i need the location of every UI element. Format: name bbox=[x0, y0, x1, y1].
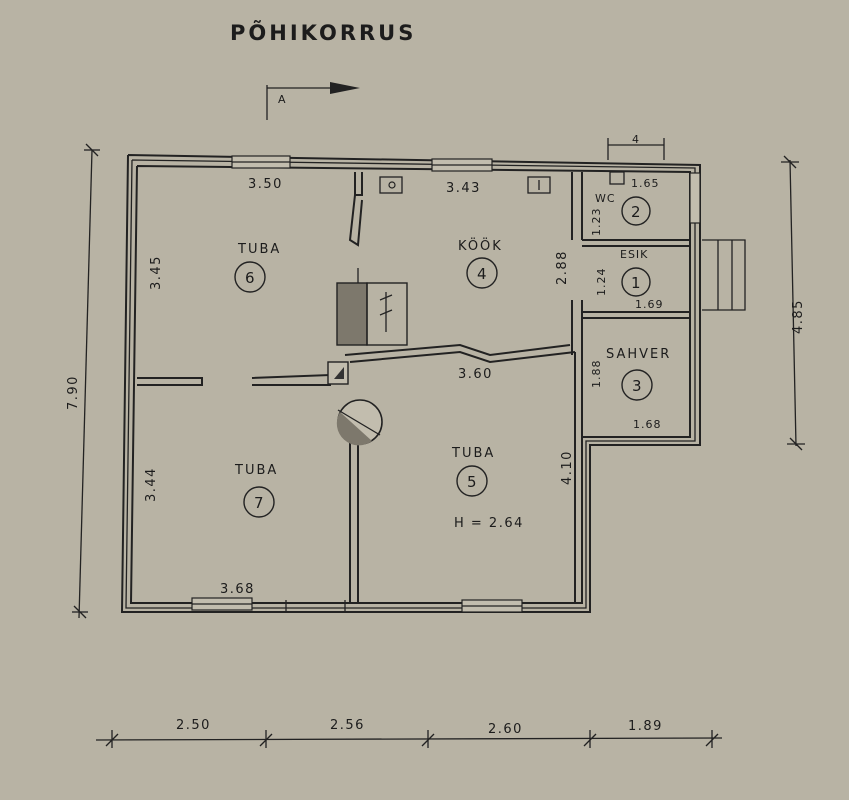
dim-bottom-2: 2.56 bbox=[330, 718, 365, 733]
room-name-esik: ESIK bbox=[620, 248, 648, 261]
kitchen-fixtures bbox=[379, 171, 625, 194]
dim-bottom-3: 2.60 bbox=[488, 722, 523, 737]
dim-wc-width: 1.65 bbox=[631, 177, 660, 190]
room-circles bbox=[234, 196, 653, 518]
dim-kook-width: 3.43 bbox=[446, 181, 481, 196]
exterior-walls bbox=[120, 154, 701, 613]
dim-tuba6-depth: 3.45 bbox=[149, 255, 164, 290]
room-number-2: 2 bbox=[631, 203, 641, 221]
section-marker: A bbox=[278, 93, 287, 106]
dim-esik-width: 1.69 bbox=[635, 298, 664, 311]
plan-title: PÕHIKORRUS bbox=[230, 20, 416, 45]
dim-overall-depth: 7.90 bbox=[66, 375, 81, 410]
dim-tuba5-depth: 4.10 bbox=[560, 450, 575, 485]
room-number-3: 3 bbox=[632, 377, 642, 395]
dim-bottom-1: 2.50 bbox=[176, 718, 211, 733]
dim-tuba7-depth: 3.44 bbox=[144, 467, 159, 502]
interior-walls bbox=[137, 172, 690, 612]
ceiling-height: H = 2.64 bbox=[454, 516, 524, 531]
dim-tuba5-width: 3.60 bbox=[458, 367, 493, 382]
dim-tuba7-width: 3.68 bbox=[220, 582, 255, 597]
room-name-wc: WC bbox=[595, 192, 616, 205]
dim-right-depth: 4.85 bbox=[791, 299, 806, 334]
room-number-7: 7 bbox=[254, 494, 264, 512]
dim-sahver-width: 1.68 bbox=[633, 418, 662, 431]
room-number-4: 4 bbox=[477, 265, 487, 283]
wc-detail-dimension bbox=[607, 138, 665, 160]
dim-bottom-4: 1.89 bbox=[628, 719, 663, 734]
dim-wc-detail: 4 bbox=[632, 133, 640, 146]
dim-sahver-depth: 1.88 bbox=[590, 360, 603, 389]
right-depth-line bbox=[781, 155, 805, 451]
dim-esik-depth: 1.24 bbox=[595, 268, 608, 297]
room-name-kook: KÖÖK bbox=[458, 237, 503, 254]
stove bbox=[327, 282, 408, 446]
entrance-steps bbox=[702, 239, 746, 311]
bottom-dimension-line bbox=[95, 730, 723, 748]
section-arrow-icon bbox=[266, 82, 360, 120]
dim-tuba6-width: 3.50 bbox=[248, 177, 283, 192]
room-number-5: 5 bbox=[467, 473, 477, 491]
room-number-1: 1 bbox=[631, 274, 641, 292]
room-name-tuba-6: TUBA bbox=[237, 242, 281, 257]
overall-depth-line bbox=[72, 143, 100, 619]
room-name-sahver: SAHVER bbox=[606, 347, 671, 362]
room-name-tuba-7: TUBA bbox=[234, 463, 278, 478]
windows bbox=[191, 155, 701, 613]
dim-kook-depth: 2.88 bbox=[555, 250, 570, 285]
dim-wc-depth: 1.23 bbox=[590, 208, 603, 237]
room-name-tuba-5: TUBA bbox=[451, 446, 495, 461]
room-number-6: 6 bbox=[245, 269, 255, 287]
